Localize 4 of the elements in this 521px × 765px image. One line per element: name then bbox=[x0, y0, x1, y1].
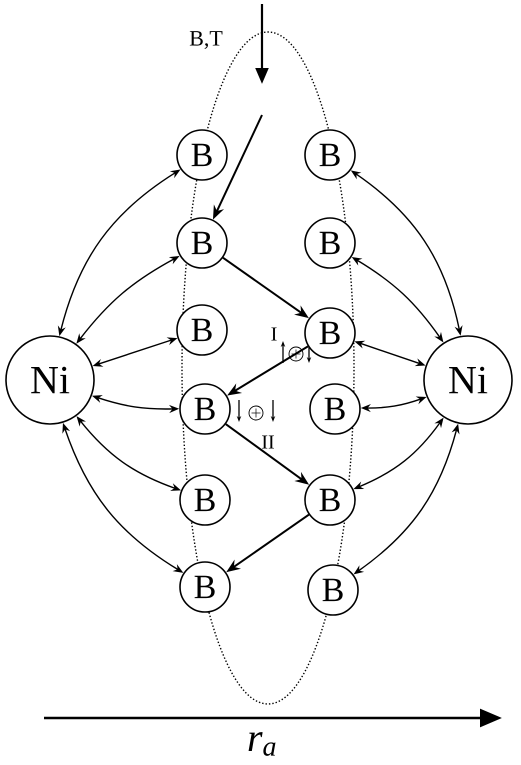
text-label: B,T bbox=[190, 31, 222, 49]
text-label: II bbox=[262, 435, 274, 449]
text-label: I bbox=[271, 327, 277, 341]
axis-label: r$_{a}$ bbox=[248, 732, 276, 756]
